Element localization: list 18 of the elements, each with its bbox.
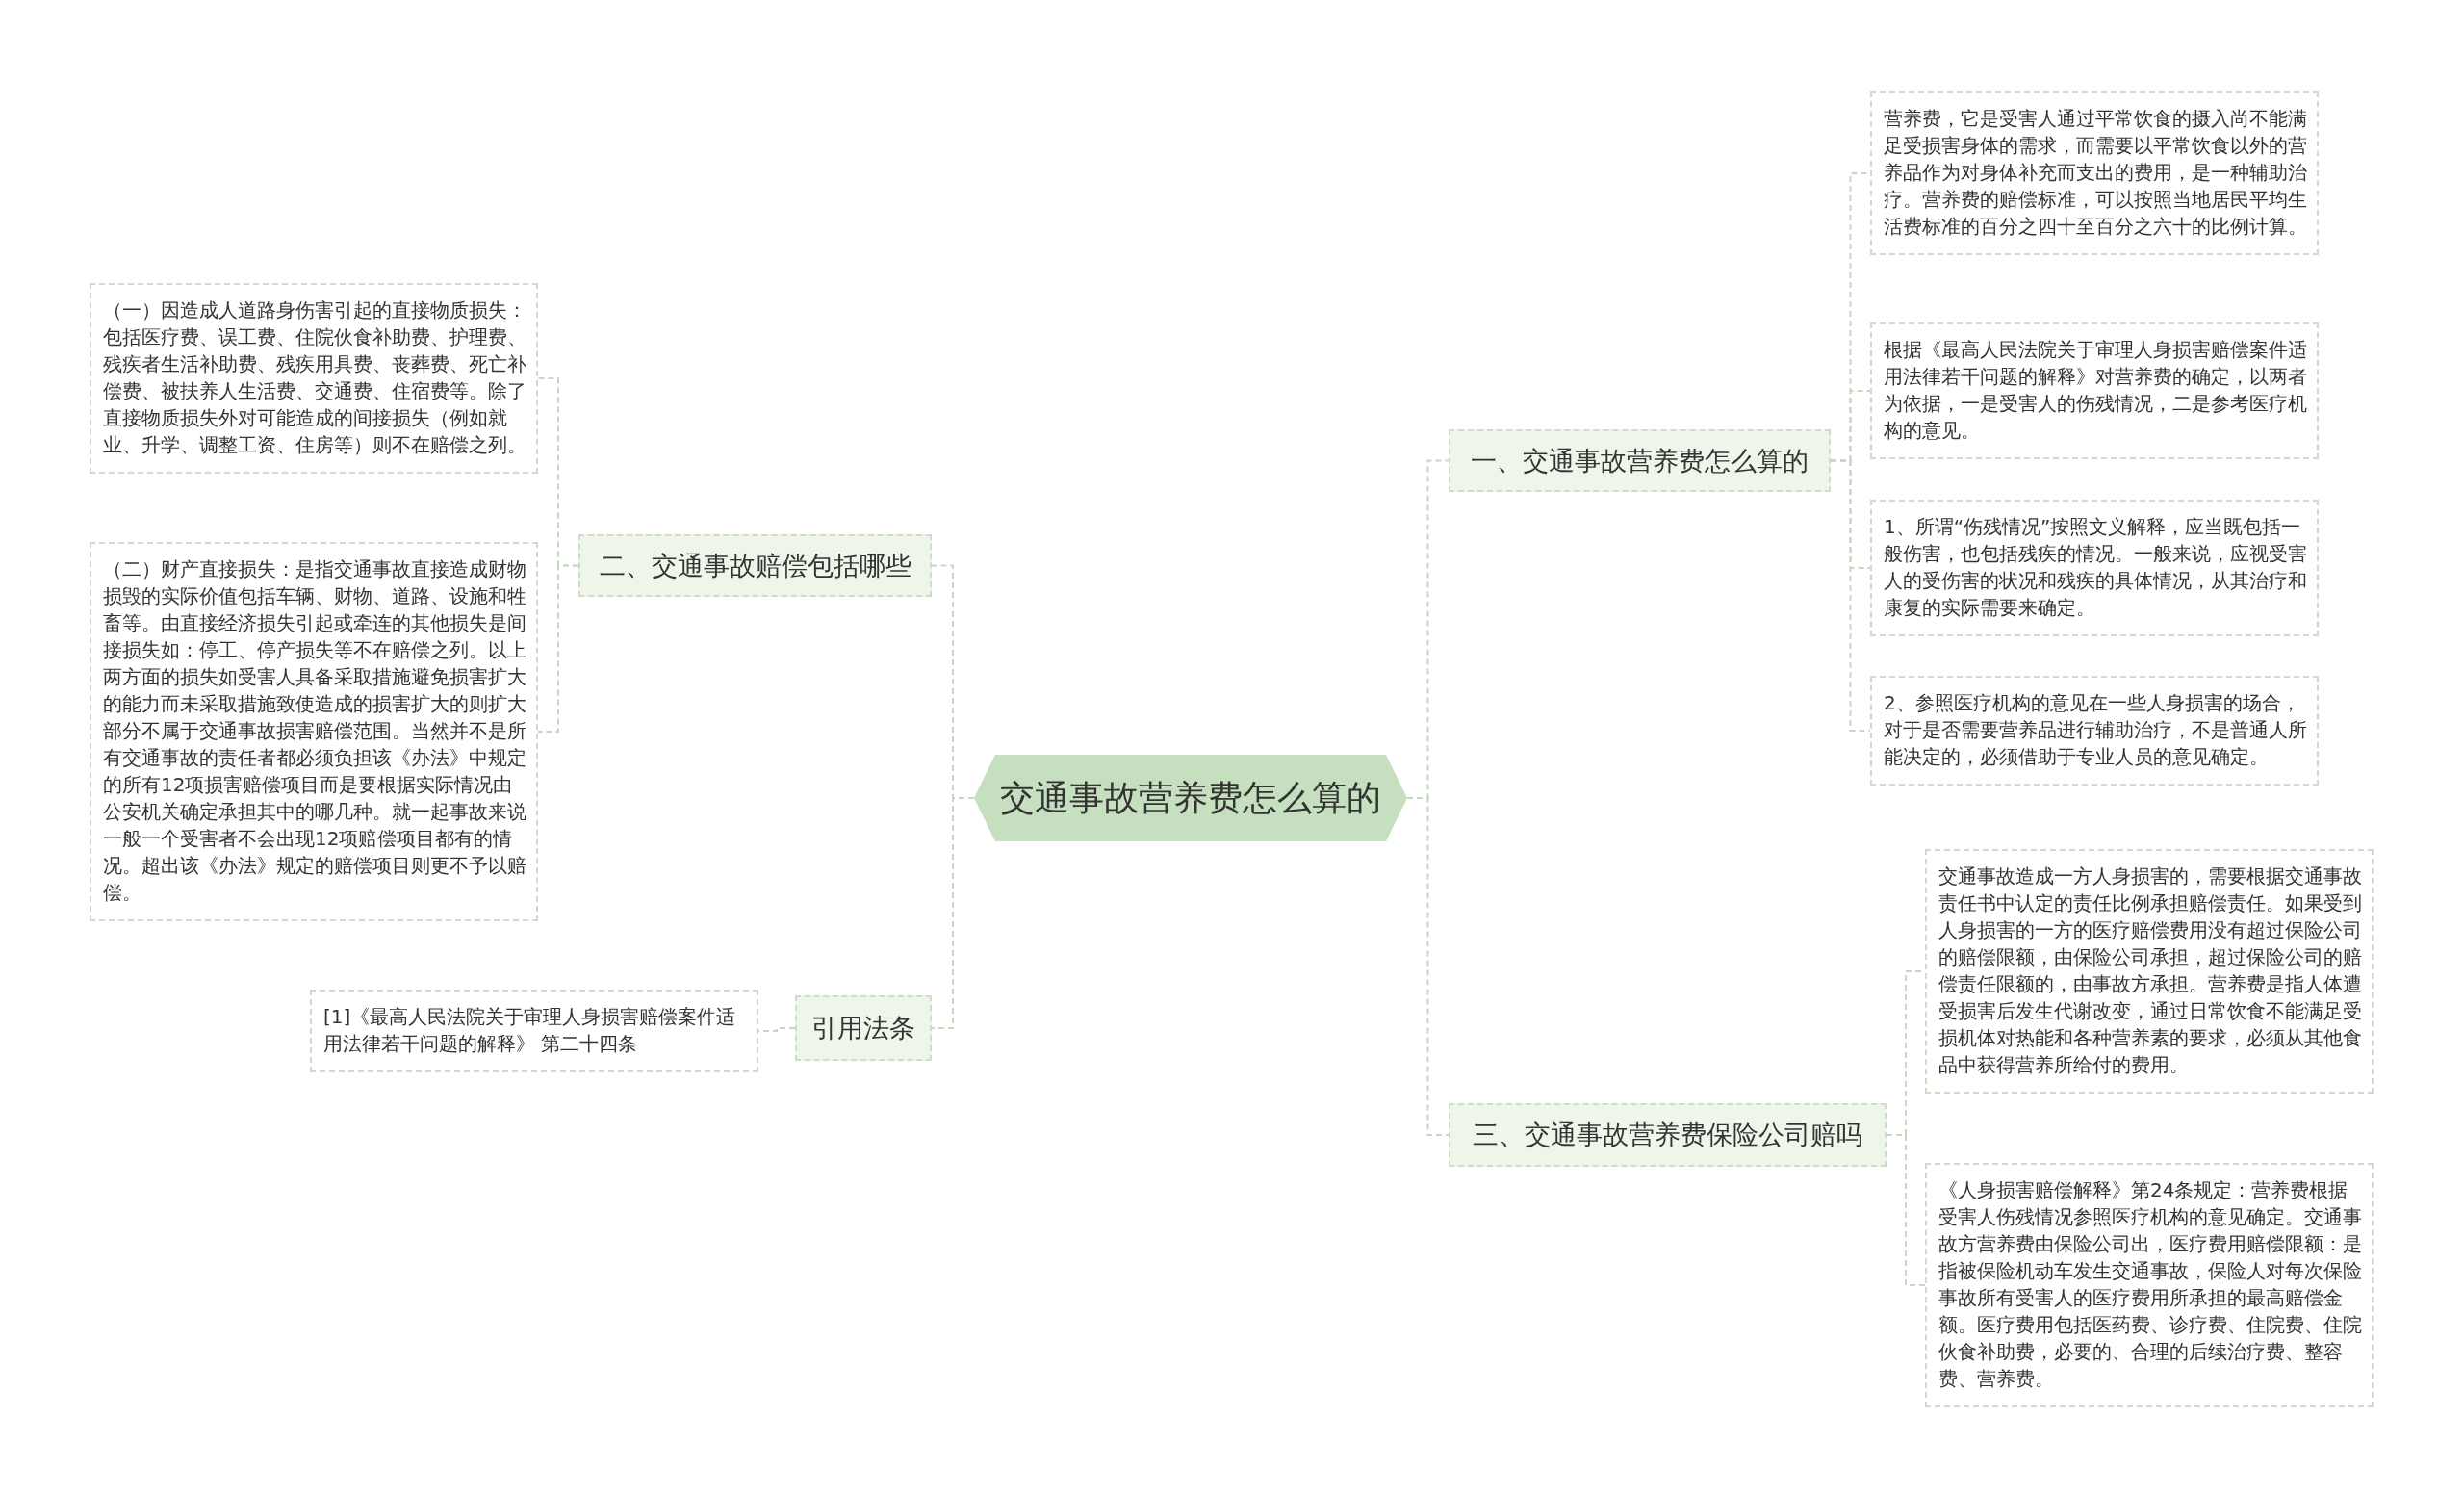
- note-box: [1]《最高人民法院关于审理人身损害赔偿案件适用法律若干问题的解释》 第二十四条: [310, 990, 758, 1072]
- note-box: 1、所谓“伤残情况”按照文义解释，应当既包括一般伤害，也包括残疾的情况。一般来说，应视受害人的受伤害的状况和残疾的具体情况，从其治疗和康复的实际需要来确定。: [1870, 500, 2319, 636]
- connector-line: [1886, 1134, 1926, 1286]
- connector-line: [931, 797, 975, 1029]
- note-box: 根据《最高人民法院关于审理人身损害赔偿案件适用法律若干问题的解释》对营养费的确定，以两者为依据，一是受害人的伤残情况，二是参考医疗机构的意见。: [1870, 322, 2319, 459]
- topic-box: 一、交通事故营养费怎么算的: [1449, 429, 1831, 492]
- note-box: 《人身损害赔偿解释》第24条规定：营养费根据受害人伤残情况参照医疗机构的意见确定。交通事故方营养费由保险公司出，医疗费用赔偿限额：是指被保险机动车发生交通事故，保险人对每次保险事故所有受害人的医疗费用所承担的最高赔偿金额。医疗费用包括医药费、诊疗费、住院费、住院伙食补助费，必要的、合理的后续治疗费、整容费、营养费。: [1925, 1163, 2374, 1407]
- connector-line: [1830, 459, 1871, 732]
- topic-box: 二、交通事故赔偿包括哪些: [578, 534, 932, 597]
- central-topic: 交通事故营养费怎么算的: [974, 755, 1407, 841]
- note-box: （二）财产直接损失：是指交通事故直接造成财物损毁的实际价值包括车辆、财物、道路、设施和牲畜等。由直接经济损失引起或牵连的其他损失是间接损失如：停工、停产损失等不在赔偿之列。以上两方面的损失如受害人具备采取措施避免损害扩大的能力而未采取措施致使造成的损害扩大的则扩大部分不属于交通事故损害赔偿范围。当然并不是所有交通事故的责任者都必须负担该《办法》中规定的所有12项损害赔偿项目而是要根据实际情况由公安机关确定承担其中的哪几种。就一起事故来说一般一个受害者不会出现12项赔偿项目都有的情况。超出该《办法》规定的赔偿项目则更不予以赔偿。: [90, 542, 538, 921]
- topic-box: 三、交通事故营养费保险公司赔吗: [1449, 1103, 1886, 1167]
- note-box: 交通事故造成一方人身损害的，需要根据交通事故责任书中认定的责任比例承担赔偿责任。如果受到人身损害的一方的医疗赔偿费用没有超过保险公司的赔偿限额，由保险公司承担，超过保险公司的赔偿责任限额的，由事故方承担。营养费是指人体遭受损害后发生代谢改变，通过日常饮食不能满足受损机体对热能和各种营养素的要求，必须从其他食品中获得营养所给付的费用。: [1925, 849, 2374, 1094]
- connector-line: [537, 564, 579, 733]
- topic-box: 引用法条: [795, 995, 932, 1061]
- note-box: 2、参照医疗机构的意见在一些人身损害的场合，对于是否需要营养品进行辅助治疗，不是普通人所能决定的，必须借助于专业人员的意见确定。: [1870, 676, 2319, 786]
- note-box: （一）因造成人道路身伤害引起的直接物质损失：包括医疗费、误工费、住院伙食补助费、护理费、残疾者生活补助费、残疾用具费、丧葬费、死亡补偿费、被扶养人生活费、交通费、住宿费等。除了直接物质损失外对可能造成的间接损失（例如就业、升学、调整工资、住房等）则不在赔偿之列。: [90, 283, 538, 474]
- note-box: 营养费，它是受害人通过平常饮食的摄入尚不能满足受损害身体的需求，而需要以平常饮食以外的营养品作为对身体补充而支出的费用，是一种辅助治疗。营养费的赔偿标准，可以按照当地居民平均生活费标准的百分之四十至百分之六十的比例计算。: [1870, 91, 2319, 255]
